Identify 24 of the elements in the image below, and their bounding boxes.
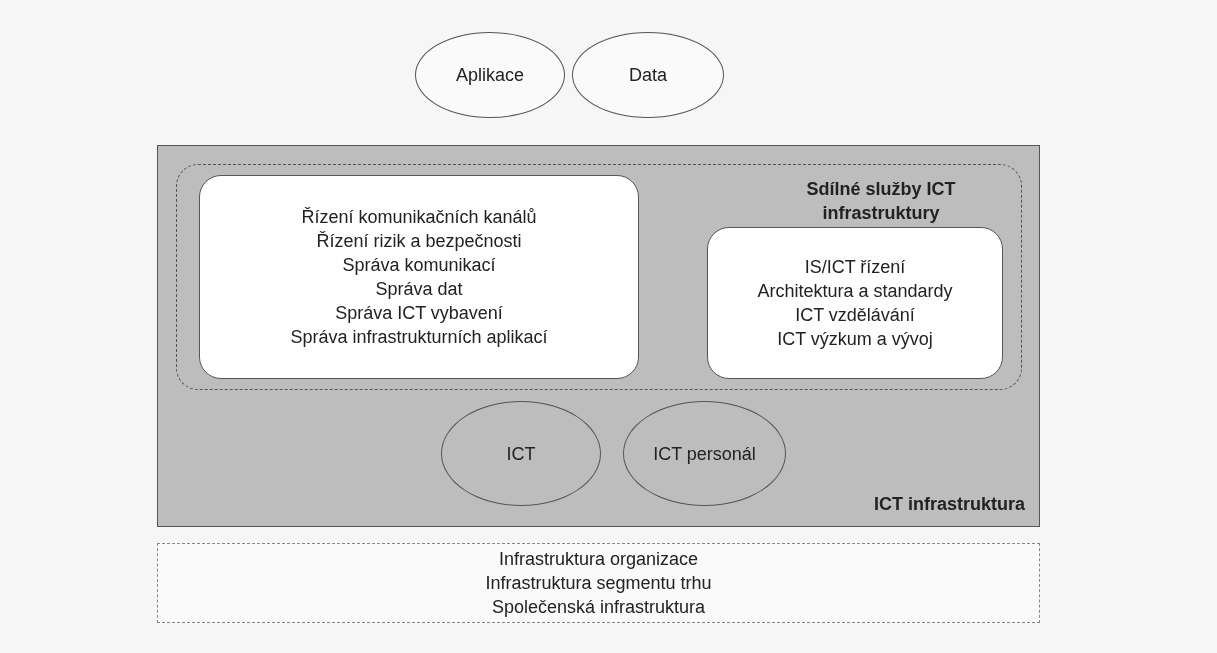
node-text: Společenská infrastruktura	[491, 596, 706, 619]
node-text: Správa komunikací	[342, 254, 496, 277]
node-text: Infrastruktura organizace	[498, 548, 699, 571]
node-text: ICT	[506, 442, 536, 466]
node-text: Sdílné služby ICT infrastruktury	[805, 178, 957, 225]
node-text: ICT vzdělávání	[795, 304, 915, 327]
node-text: ICT výzkum a vývoj	[777, 328, 933, 351]
service-card	[707, 227, 1003, 379]
node-text: Správa infrastrukturních aplikací	[290, 326, 548, 349]
service-card	[199, 175, 639, 379]
infrastructure-panel	[157, 145, 1040, 527]
node-text: Řízení komunikačních kanálů	[301, 206, 537, 229]
node-text: Řízení rizik a bezpečnosti	[316, 230, 522, 253]
node-text: Infrastruktura segmentu trhu	[485, 572, 712, 595]
node-text: Data	[629, 64, 667, 87]
node-text: Aplikace	[455, 64, 524, 87]
node-text: ICT personál	[653, 442, 756, 466]
node-text: IS/ICT řízení	[804, 256, 906, 279]
node-text: ICT infrastruktura	[873, 493, 1025, 516]
node-text: Správa ICT vybavení	[335, 302, 503, 325]
dashed-group	[176, 164, 1022, 390]
node-text: Architektura a standardy	[757, 280, 953, 303]
dashed-band	[157, 543, 1040, 623]
node-text: Správa dat	[375, 278, 463, 301]
